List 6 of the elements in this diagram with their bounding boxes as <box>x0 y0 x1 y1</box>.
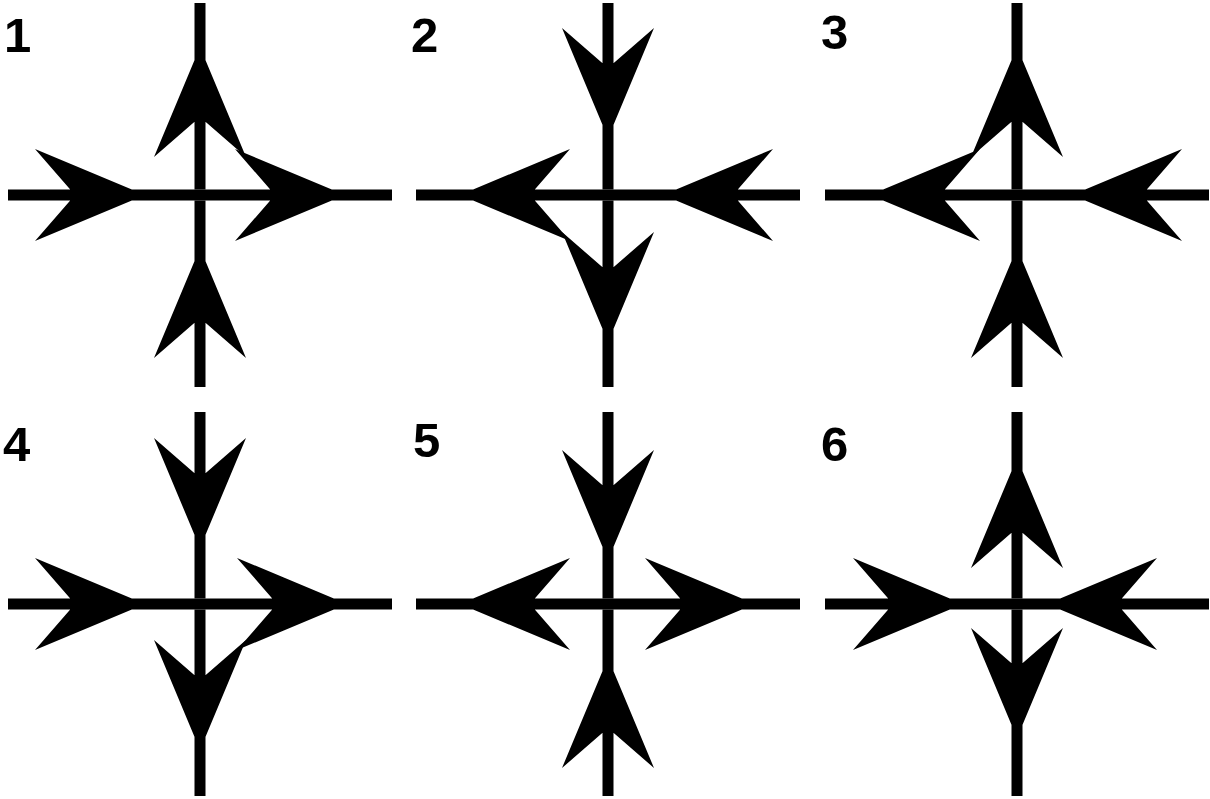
panel-number: 6 <box>821 420 849 469</box>
panel-number: 3 <box>821 8 849 57</box>
panel-number: 2 <box>411 11 439 60</box>
panel-number: 4 <box>3 420 31 469</box>
panel-number: 1 <box>4 11 32 60</box>
panel-number: 5 <box>413 416 441 465</box>
